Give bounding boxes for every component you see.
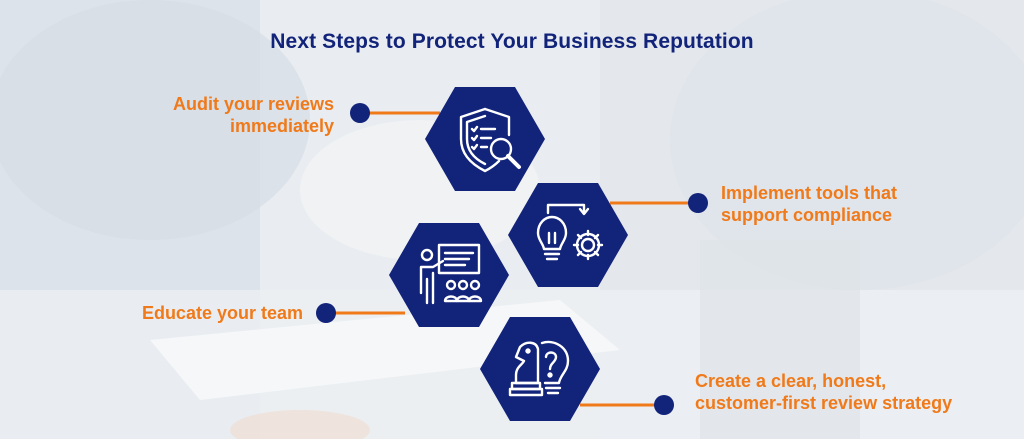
step-label-audit: Audit your reviews immediately — [120, 93, 334, 137]
connector-dot-4 — [654, 395, 674, 415]
step-label-strategy: Create a clear, honest, customer-first r… — [695, 370, 995, 414]
step-label-line: immediately — [229, 116, 334, 136]
step-hexagon-educate — [389, 223, 509, 327]
step-hexagon-audit — [425, 87, 545, 191]
presentation-board-audience-icon — [419, 243, 483, 305]
shield-checklist-search-icon — [459, 107, 521, 173]
step-label-line: Implement tools that — [721, 183, 898, 203]
step-label-line: customer-first review strategy — [695, 393, 953, 413]
step-label-tools: Implement tools that support compliance — [721, 182, 981, 226]
connector-dot-1 — [350, 103, 370, 123]
step-label-educate: Educate your team — [100, 302, 303, 324]
step-hexagon-tools — [508, 183, 628, 287]
page-title: Next Steps to Protect Your Business Repu… — [270, 30, 754, 53]
lightbulb-gear-icon — [536, 203, 604, 261]
chess-knight-lightbulb-icon — [508, 340, 570, 397]
step-label-line: Educate your team — [141, 303, 303, 323]
step-hexagon-strategy — [480, 317, 600, 421]
step-label-line: Audit your reviews — [172, 94, 334, 114]
step-label-line: support compliance — [721, 205, 893, 225]
connector-dot-2 — [688, 193, 708, 213]
step-label-line: Create a clear, honest, — [695, 371, 887, 391]
connector-dot-3 — [316, 303, 336, 323]
